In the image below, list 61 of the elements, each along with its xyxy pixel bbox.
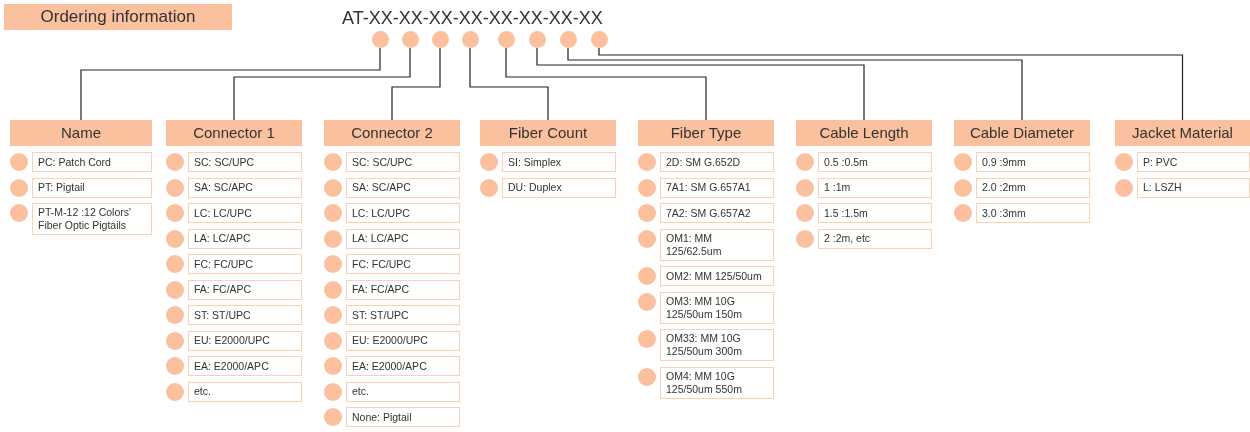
option-box: OM4: MM 10G 125/50um 550m <box>660 366 774 399</box>
option-box: 1 :1m <box>818 177 932 198</box>
column-header: Connector 1 <box>166 120 302 146</box>
column-header: Connector 2 <box>324 120 460 146</box>
title-banner: Ordering information <box>4 4 232 30</box>
option-box: 3.0 :3mm <box>976 203 1090 223</box>
option-box: OM2: MM 125/50um <box>660 266 774 286</box>
option-box: ST: ST/UPC <box>188 305 302 325</box>
option-box: 0.5 :0.5m <box>818 152 932 172</box>
option-box: LC: LC/UPC <box>188 203 302 223</box>
option-box: etc. <box>346 381 460 402</box>
connector-line <box>80 47 381 121</box>
option-box: SA: SC/APC <box>188 177 302 198</box>
column-header: Jacket Material <box>1115 120 1250 146</box>
column-header: Fiber Count <box>480 120 616 146</box>
option-box: LA: LC/APC <box>188 228 302 249</box>
option-box: 7A2: SM G.657A2 <box>660 203 774 223</box>
column-header: Fiber Type <box>638 120 774 146</box>
option-box: P: PVC <box>1137 152 1250 172</box>
part-number-code: AT-XX-XX-XX-XX-XX-XX-XX-XX <box>342 7 603 29</box>
option-box: PT-M-12 :12 Colors' Fiber Optic Pigtails <box>32 203 152 235</box>
option-box: OM1: MM 125/62.5um <box>660 228 774 261</box>
option-box: None: Pigtail <box>346 407 460 427</box>
column-header: Cable Length <box>796 120 932 146</box>
option-box: SC: SC/UPC <box>188 152 302 172</box>
option-box: L: LSZH <box>1137 177 1250 198</box>
option-box: SA: SC/APC <box>346 177 460 198</box>
connector-line <box>567 47 1023 121</box>
connector-line <box>536 47 865 121</box>
connector-line <box>233 47 411 121</box>
connector-line <box>469 47 549 121</box>
option-box: EU: E2000/UPC <box>346 330 460 351</box>
option-box: 0.9 :9mm <box>976 152 1090 172</box>
option-box: PC: Patch Cord <box>32 152 152 172</box>
option-box: DU: Duplex <box>502 177 616 198</box>
option-box: 7A1: SM G.657A1 <box>660 177 774 198</box>
option-box: EU: E2000/UPC <box>188 330 302 351</box>
option-box: FC: FC/UPC <box>346 254 460 274</box>
option-box: 2 :2m, etc <box>818 228 932 249</box>
option-box: SI: Simplex <box>502 152 616 172</box>
option-box: etc. <box>188 381 302 402</box>
option-box: 2.0 :2mm <box>976 177 1090 198</box>
option-box: OM3: MM 10G 125/50um 150m <box>660 291 774 324</box>
option-box: SC: SC/UPC <box>346 152 460 172</box>
option-box: FC: FC/UPC <box>188 254 302 274</box>
option-box: 1.5 :1.5m <box>818 203 932 223</box>
connector-line <box>391 47 441 121</box>
option-box: PT: Pigtail <box>32 177 152 198</box>
option-box: LA: LC/APC <box>346 228 460 249</box>
option-box: EA: E2000/APC <box>188 356 302 376</box>
option-box: 2D: SM G.652D <box>660 152 774 172</box>
connector-line <box>598 47 1184 121</box>
option-box: LC: LC/UPC <box>346 203 460 223</box>
connector-line <box>505 47 707 121</box>
option-box: FA: FC/APC <box>188 279 302 300</box>
column-header: Name <box>10 120 152 146</box>
option-box: EA: E2000/APC <box>346 356 460 376</box>
column-header: Cable Diameter <box>954 120 1090 146</box>
option-box: FA: FC/APC <box>346 279 460 300</box>
option-box: OM33: MM 10G 125/50um 300m <box>660 329 774 361</box>
option-box: ST: ST/UPC <box>346 305 460 325</box>
